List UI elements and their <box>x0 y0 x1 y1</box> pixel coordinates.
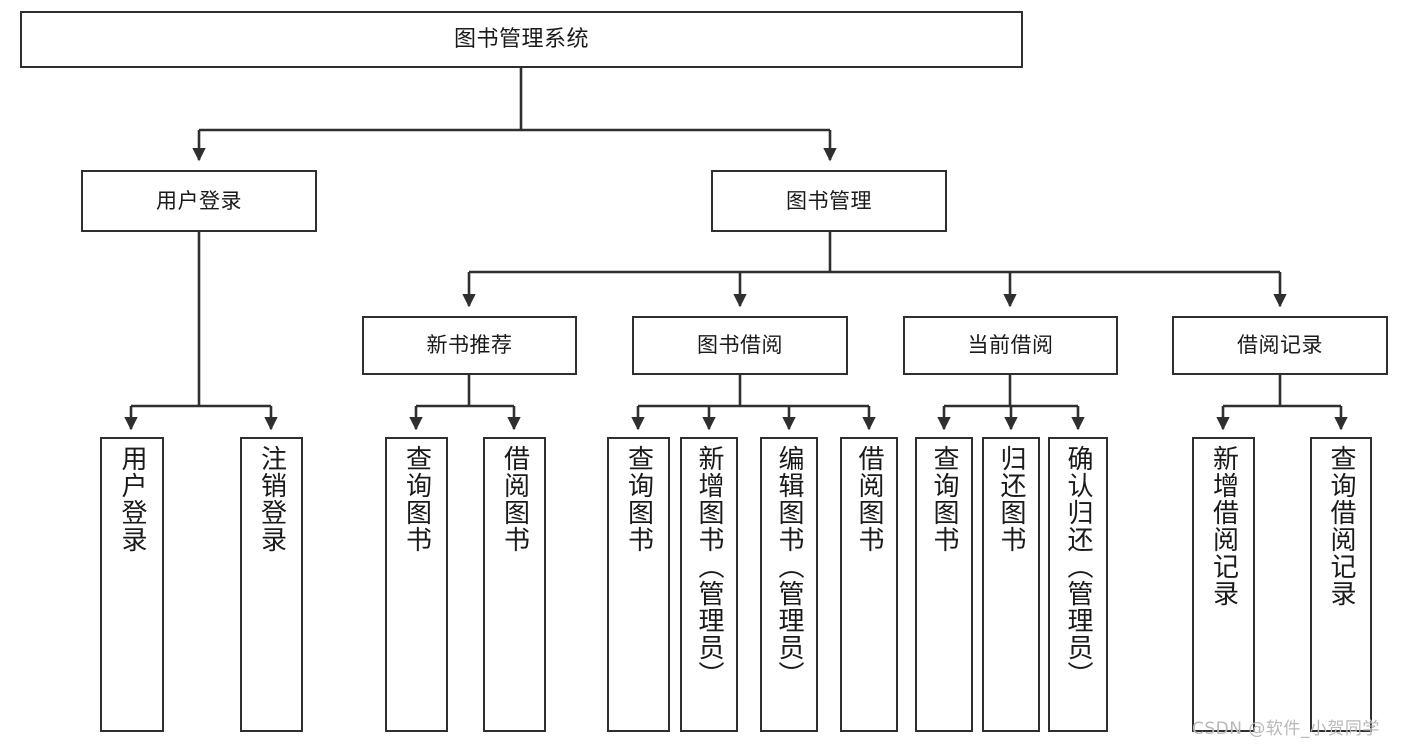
node-level3-current-borrow[interactable]: 当前借阅 <box>903 316 1118 375</box>
node-label: 注销登录 <box>256 445 287 553</box>
node-label: 新书推荐 <box>426 333 513 357</box>
node-label: 新增借阅记录 <box>1208 445 1239 607</box>
node-level3-book-borrow[interactable]: 图书借阅 <box>632 316 848 375</box>
node-label: 用户登录 <box>117 445 148 553</box>
node-label: 图书管理系统 <box>453 26 589 52</box>
node-label: 编辑图书（管理员） <box>774 445 805 688</box>
node-label: 查询图书 <box>401 445 432 553</box>
node-level2-book-management[interactable]: 图书管理 <box>711 170 947 232</box>
node-level3-borrow-records[interactable]: 借阅记录 <box>1172 316 1388 375</box>
node-leaf-query-borrow-record[interactable]: 查询借阅记录 <box>1310 437 1372 732</box>
node-label: 借阅记录 <box>1237 333 1323 357</box>
node-leaf-logout[interactable]: 注销登录 <box>240 437 303 732</box>
node-label: 新增图书（管理员） <box>694 445 725 688</box>
node-label: 查询图书 <box>929 445 960 553</box>
node-label: 借阅图书 <box>854 445 885 553</box>
node-label: 归还图书 <box>996 445 1027 553</box>
node-leaf-borrow-book[interactable]: 借阅图书 <box>840 437 898 732</box>
node-leaf-query-books-borrow[interactable]: 查询图书 <box>607 437 670 732</box>
node-label: 图书借阅 <box>697 333 783 357</box>
node-label: 用户登录 <box>156 188 242 213</box>
node-leaf-edit-book-admin[interactable]: 编辑图书（管理员） <box>760 437 818 732</box>
node-label: 图书管理 <box>786 188 872 213</box>
node-leaf-borrow-books-recommend[interactable]: 借阅图书 <box>483 437 546 732</box>
node-label: 借阅图书 <box>499 445 530 553</box>
node-label: 确认归还（管理员） <box>1063 445 1094 688</box>
node-leaf-confirm-return-admin[interactable]: 确认归还（管理员） <box>1048 437 1108 732</box>
node-level2-user-login[interactable]: 用户登录 <box>81 170 317 232</box>
node-root[interactable]: 图书管理系统 <box>20 11 1023 68</box>
node-label: 查询图书 <box>623 445 654 553</box>
node-leaf-user-login[interactable]: 用户登录 <box>100 437 164 732</box>
node-level3-new-book-recommend[interactable]: 新书推荐 <box>362 316 577 375</box>
node-label: 查询借阅记录 <box>1326 445 1357 607</box>
csdn-watermark: CSDN @软件_小贺同学 <box>1192 719 1380 739</box>
node-label: 当前借阅 <box>967 333 1054 357</box>
node-leaf-add-borrow-record[interactable]: 新增借阅记录 <box>1192 437 1255 732</box>
node-leaf-return-book[interactable]: 归还图书 <box>982 437 1040 732</box>
node-leaf-query-books-recommend[interactable]: 查询图书 <box>385 437 448 732</box>
node-leaf-query-books-current[interactable]: 查询图书 <box>915 437 973 732</box>
node-leaf-add-book-admin[interactable]: 新增图书（管理员） <box>680 437 738 732</box>
